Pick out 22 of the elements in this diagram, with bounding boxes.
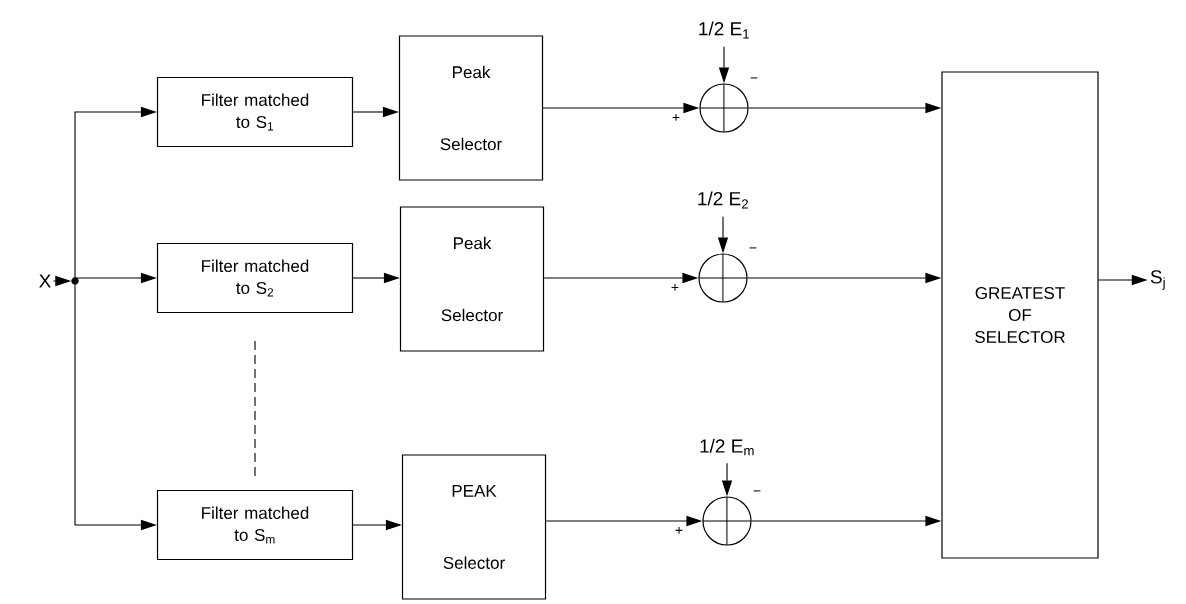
sign-label: + [675,526,683,534]
sign-label: − [749,247,757,249]
selector-box: Peak Selector [398,35,544,181]
sign-label: + [671,283,679,291]
summing-junction [698,253,748,303]
signal-label: X [39,274,51,288]
signal-label: 1/2 E$_{m}$ [700,438,754,456]
filter-box: Filter matched to S$_{2}$ [156,242,354,314]
signal-label: S$_{j}$ [1150,270,1165,290]
signal-label: 1/2 E$_{1}$ [699,21,749,39]
filter-box: Filter matched to S$_{1}$ [156,76,354,148]
dashed-line [254,340,256,477]
selector-box: GREATEST OF SELECTOR [941,71,1099,559]
sign-label: + [672,113,680,121]
filter-box: Filter matched to S$_{m}$ [156,489,354,561]
selector-box: Peak Selector [399,206,545,352]
sign-label: − [753,490,761,492]
summing-junction [699,83,749,133]
selector-box: PEAK Selector [401,454,547,600]
summing-junction [702,496,752,546]
signal-label: 1/2 E$_{2}$ [698,191,748,209]
sign-label: − [750,77,758,79]
